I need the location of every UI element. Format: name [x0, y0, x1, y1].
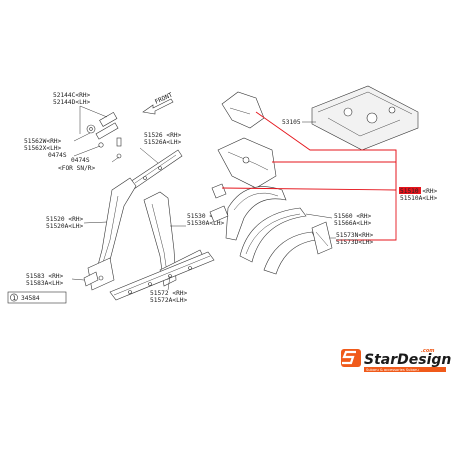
bracket-51573 — [311, 221, 333, 255]
callout-52144: 52144C<RH> 52144D<LH> — [53, 92, 91, 106]
logo-suffix: .com — [421, 348, 435, 354]
quarter-upper — [211, 91, 277, 199]
callout-51520: 51520 <RH> 51520A<LH> — [46, 216, 84, 230]
callout-51573: 51573N<RH> 51573D<LH> — [336, 232, 374, 246]
rail-51526 — [129, 149, 183, 190]
callout-line: 51562X<LH> — [24, 145, 62, 152]
part-51583 — [83, 271, 99, 287]
callout-53105: 53105 — [282, 119, 301, 126]
callout-51526: 51526 <RH> 51526A<LH> — [144, 132, 182, 146]
callout-line: 51560 <RH> — [334, 213, 372, 220]
callout-line: <FOR SN/R> — [58, 165, 96, 172]
callout-line: 51530A<LH> — [187, 220, 225, 227]
callout-51530: 51530 <RH> 51530A<LH> — [187, 213, 225, 227]
callout-line: 51572 <RH> — [150, 290, 188, 297]
callout-line: 51510A<LH> — [400, 195, 438, 202]
legend-symbol: 1 — [12, 295, 16, 302]
callout-line: 51530 <RH> — [187, 213, 225, 220]
callout-line: 51573D<LH> — [336, 239, 374, 246]
floor-panel-53105 — [311, 85, 419, 151]
callout-line: 51526 <RH> — [144, 132, 182, 139]
wheelhouse-51560 — [239, 207, 317, 275]
highlight-leaders — [221, 111, 397, 241]
callout-line: 0474S — [71, 157, 90, 164]
callout-line: 51520A<LH> — [46, 223, 84, 230]
callout-line: 51526A<LH> — [144, 139, 182, 146]
callout-51583: 51583 <RH> 51583A<LH> — [26, 273, 64, 287]
callout-line: 0474S — [48, 152, 67, 159]
callout-0474s: 0474S <FOR SN/R> — [58, 157, 96, 172]
bracket-52144 — [86, 111, 122, 159]
legend-code: 34584 — [21, 295, 40, 302]
logo-brand: StarDesign — [364, 352, 451, 368]
front-arrow: FRONT — [142, 91, 174, 115]
callout-line: 52144D<LH> — [53, 99, 91, 106]
rocker-51572 — [109, 251, 215, 301]
callout-51510: 51510 <RH> 51510A<LH> — [399, 187, 438, 202]
callout-51572: 51572 <RH> 51572A<LH> — [150, 290, 188, 304]
callout-line: 51520 <RH> — [46, 216, 84, 223]
legend: 1 34584 — [7, 291, 67, 304]
callout-line: 51573N<RH> — [336, 232, 374, 239]
callout-line: 53105 — [282, 119, 301, 126]
callout-line: 51583 <RH> — [26, 273, 64, 280]
logo-tagline: Subaru & accessories Subaru — [366, 368, 419, 372]
callout-line: 52144C<RH> — [53, 92, 91, 99]
callout-51562: 51562W<RH> 51562X<LH> 0474S — [24, 138, 67, 159]
callout-line: 51583A<LH> — [26, 280, 64, 287]
stardesign-logo: StarDesign .com Subaru & accessories Sub… — [341, 348, 451, 372]
callout-51560: 51560 <RH> 51566A<LH> — [334, 213, 372, 227]
callout-line: 51562W<RH> — [24, 138, 62, 145]
wheel-arch-inner — [209, 186, 287, 241]
callout-line: 51566A<LH> — [334, 220, 372, 227]
callout-line: 51510 <RH> — [400, 188, 438, 195]
callout-line: 51572A<LH> — [150, 297, 188, 304]
